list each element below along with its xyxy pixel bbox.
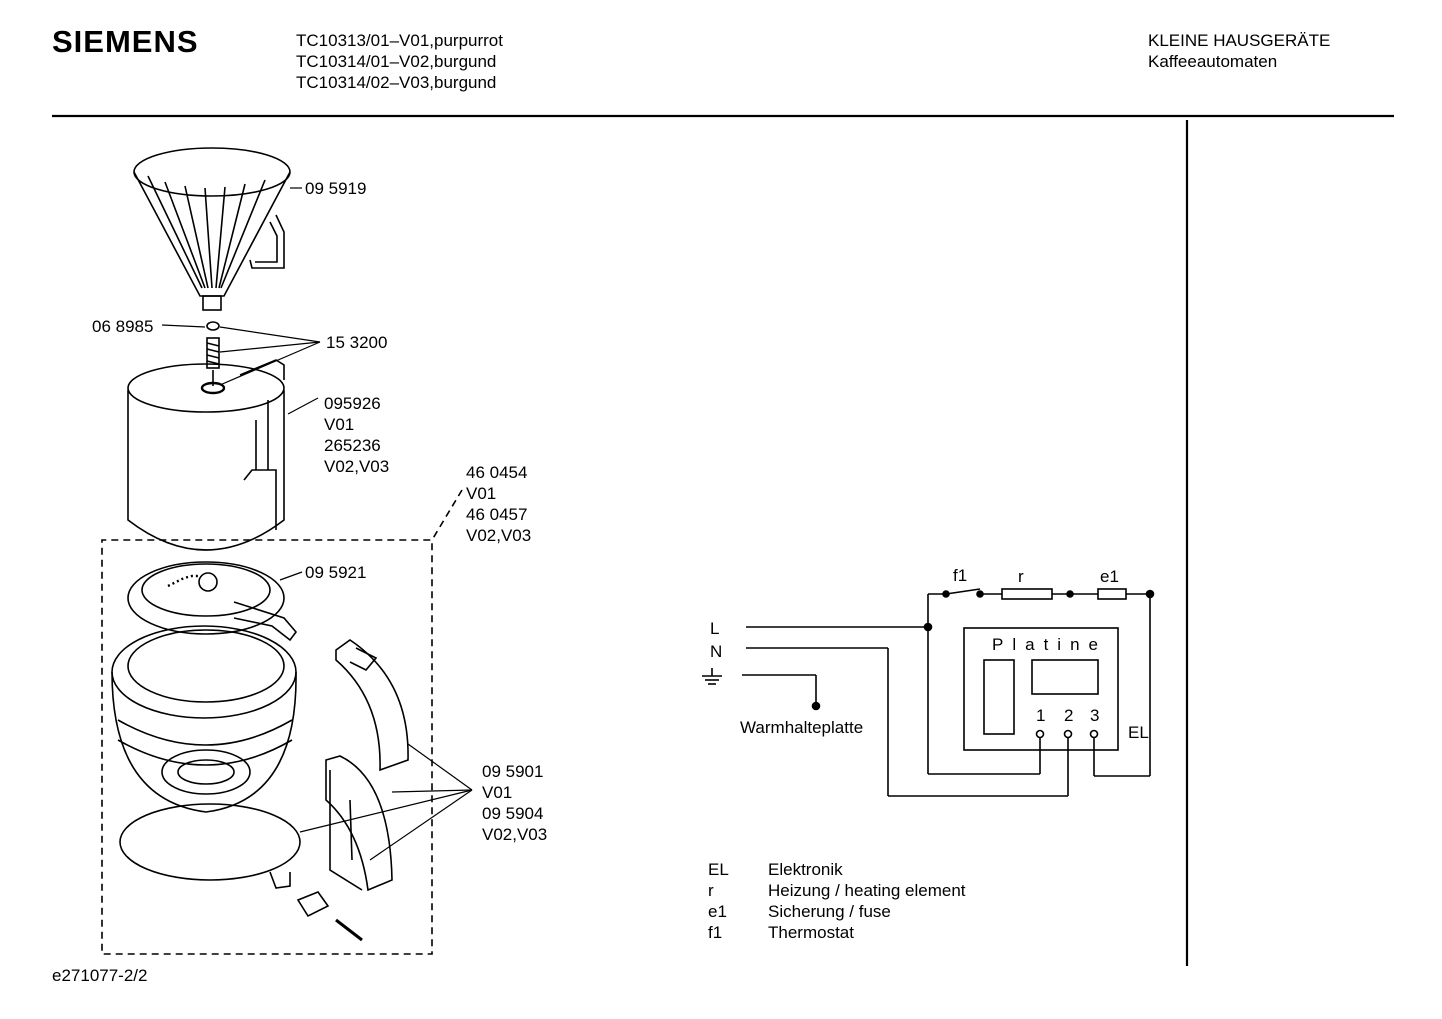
jug-base-ring-drawing	[119, 803, 301, 889]
legend-text: Elektronik	[768, 860, 843, 879]
legend-text: Thermostat	[768, 923, 854, 942]
handle-drawing	[296, 639, 409, 942]
part-label-housing: 265236	[324, 436, 381, 455]
legend-text: Heizung / heating element	[768, 881, 966, 900]
part-label-handle: V02,V03	[482, 825, 547, 844]
part-label-handle: 09 5904	[482, 804, 543, 823]
part-label-housing: V01	[324, 415, 354, 434]
model-line: TC10313/01–V01,purpurrot	[296, 31, 503, 50]
warming-plate-label: Warmhalteplatte	[740, 718, 863, 737]
lid-drawing	[127, 561, 298, 642]
el-label: EL	[1128, 723, 1149, 742]
part-labels: 09 5919 06 8985 15 3200 095926 V01 26523…	[92, 179, 547, 844]
terminal-l-label: L	[710, 619, 719, 638]
legend: EL Elektronik r Heizung / heating elemen…	[708, 860, 966, 942]
brand-logo: SIEMENS	[52, 24, 199, 59]
platine-board	[963, 627, 1119, 751]
part-label-lid: 09 5921	[305, 563, 366, 582]
part-label-handle: 09 5901	[482, 762, 543, 781]
part-label-handle: V01	[482, 783, 512, 802]
part-label-jug-set: 46 0454	[466, 463, 527, 482]
model-line: TC10314/02–V03,burgund	[296, 73, 497, 92]
pin-label: 1	[1036, 706, 1045, 725]
part-label-jug-set: V02,V03	[466, 526, 531, 545]
fuse-e1-symbol	[1097, 588, 1127, 600]
legend-code: f1	[708, 923, 722, 942]
legend-text: Sicherung / fuse	[768, 902, 891, 921]
thermostat-f1-symbol	[945, 588, 981, 595]
legend-code: e1	[708, 902, 727, 921]
pin-label: 2	[1064, 706, 1073, 725]
part-label-jug-set: V01	[466, 484, 496, 503]
part-label-housing: V02,V03	[324, 457, 389, 476]
e1-label: e1	[1100, 567, 1119, 586]
glass-jug-drawing	[111, 625, 297, 813]
part-label-filter: 09 5919	[305, 179, 366, 198]
r-label: r	[1018, 567, 1024, 586]
platine-label: Platine	[992, 635, 1107, 654]
filter-cone-drawing	[133, 147, 291, 311]
model-list: TC10313/01–V01,purpurrot TC10314/01–V02,…	[296, 30, 503, 93]
category-block: KLEINE HAUSGERÄTE Kaffeeautomaten	[1148, 30, 1330, 72]
part-label-jug-set: 46 0457	[466, 505, 527, 524]
f1-label: f1	[953, 566, 967, 585]
model-line: TC10314/01–V02,burgund	[296, 52, 497, 71]
category-title: KLEINE HAUSGERÄTE	[1148, 31, 1331, 50]
water-tank-drawing	[127, 359, 285, 551]
terminal-n-label: N	[710, 642, 722, 661]
valve-parts-drawing	[200, 321, 226, 395]
heating-element-r-symbol	[1001, 588, 1053, 600]
part-label-spring: 15 3200	[326, 333, 387, 352]
legend-code: EL	[708, 860, 729, 879]
jug-group-boundary	[101, 489, 463, 955]
legend-code: r	[708, 881, 714, 900]
document-id: e271077-2/2	[52, 966, 148, 985]
leader-lines	[161, 187, 473, 861]
part-label-seal: 06 8985	[92, 317, 153, 336]
circuit-diagram	[702, 588, 1155, 797]
part-label-housing: 095926	[324, 394, 381, 413]
circuit-labels: L N Warmhalteplatte f1 r e1 EL Platine 1…	[710, 566, 1149, 742]
category-subtitle: Kaffeeautomaten	[1148, 52, 1278, 71]
pin-label: 3	[1090, 706, 1099, 725]
